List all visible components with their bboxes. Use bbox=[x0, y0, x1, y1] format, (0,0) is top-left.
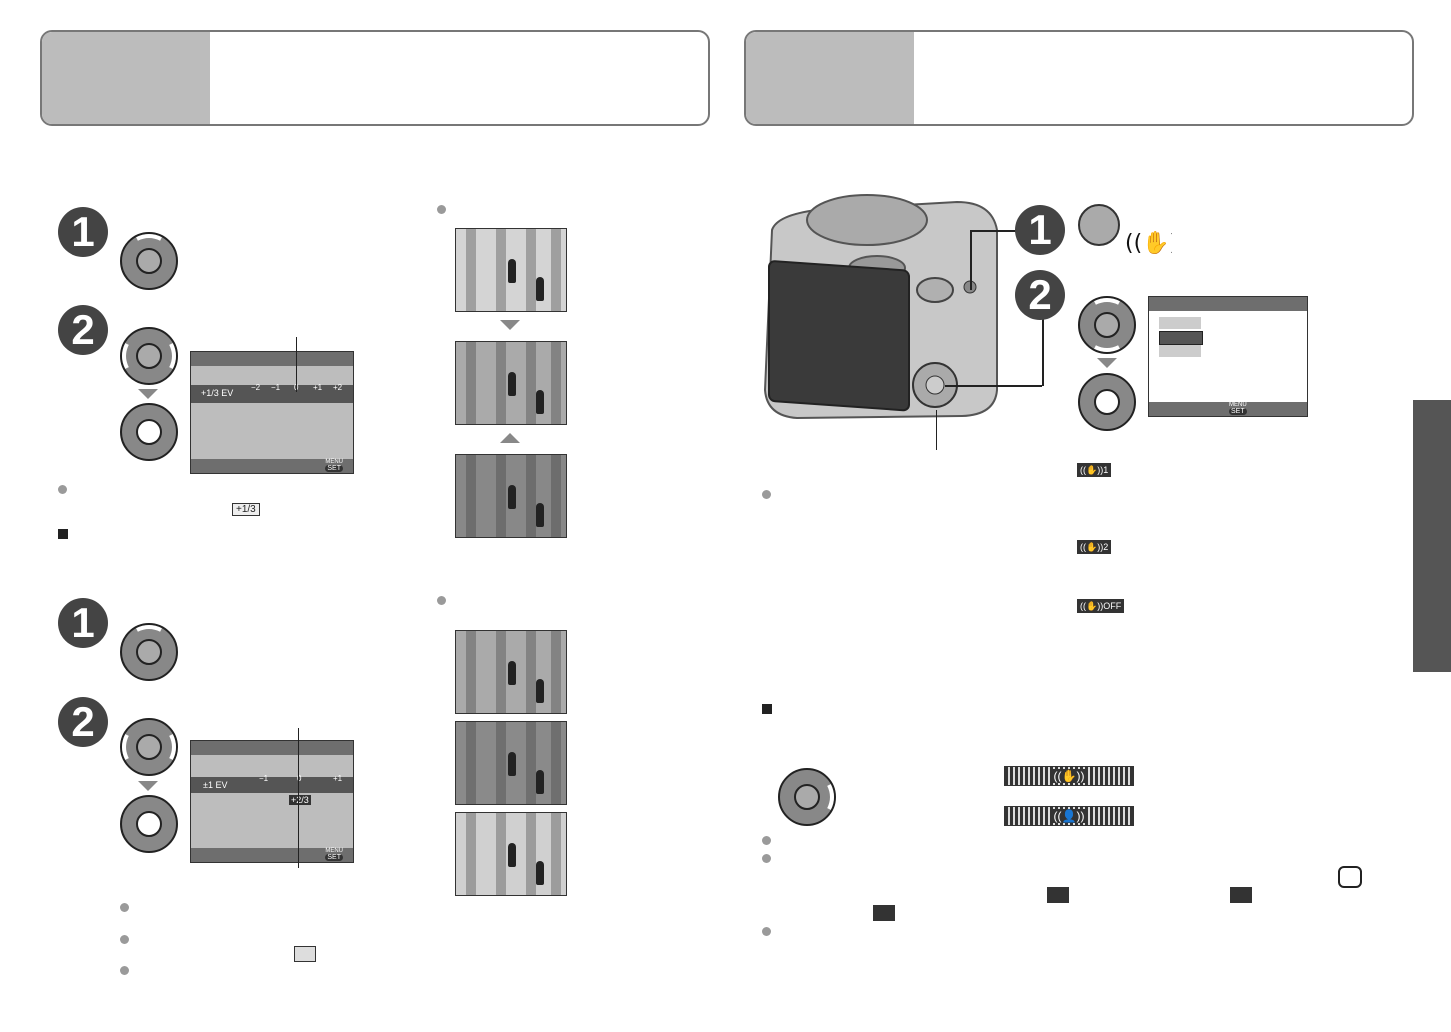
ev-scale-bar bbox=[191, 385, 353, 403]
callout-line bbox=[936, 410, 937, 450]
pet-scene-icon bbox=[873, 905, 895, 921]
intelligent-auto-icon bbox=[1338, 866, 1362, 888]
svg-text:((✋)): ((✋)) bbox=[1125, 230, 1172, 255]
cursor-pad-icon bbox=[120, 718, 178, 776]
set-label: SET bbox=[325, 465, 343, 472]
stabilizer-off-icon: ((✋))OFF bbox=[1077, 599, 1125, 613]
callout-line bbox=[296, 337, 297, 392]
ev-scale-label: −1 bbox=[271, 383, 281, 392]
baby-scene-icon bbox=[1230, 887, 1252, 903]
cursor-pad-icon bbox=[120, 623, 178, 681]
bullet bbox=[120, 935, 129, 944]
sample-photo-bright bbox=[455, 228, 567, 312]
menu-option[interactable] bbox=[1159, 317, 1201, 329]
bullet bbox=[58, 485, 67, 494]
connector-line bbox=[970, 230, 972, 290]
step-1-circle: 1 bbox=[1015, 205, 1065, 255]
menu-label: MENU bbox=[325, 848, 343, 854]
mode-label: OFF bbox=[1103, 601, 1122, 611]
chapter-side-tab bbox=[1413, 400, 1451, 672]
stabilizer-mode-2-icon: ((✋))2 bbox=[1077, 540, 1112, 554]
cursor-pad-icon bbox=[778, 768, 836, 826]
menu-option-selected[interactable] bbox=[1159, 331, 1203, 345]
ev-scale-label: −1 bbox=[259, 774, 269, 783]
stabilizer-mode-1-icon: ((✋))1 bbox=[1077, 463, 1112, 477]
connector-line bbox=[970, 230, 1020, 232]
arrow-down-icon bbox=[138, 389, 158, 399]
auto-bracket-screen: ±1 EV −1 0 +1 +2/3 MENU SET bbox=[190, 740, 354, 863]
right-header-tab bbox=[746, 32, 914, 124]
ev-scale-label: +1 bbox=[313, 383, 323, 392]
cursor-pad-icon bbox=[1078, 296, 1136, 354]
stabilizer-meter-hand: ((✋)) bbox=[1004, 766, 1134, 786]
left-header-tab bbox=[42, 32, 210, 124]
bracket-icon bbox=[294, 946, 316, 962]
bracket-photo-1 bbox=[455, 630, 567, 714]
bullet bbox=[762, 927, 771, 936]
sample-photo-normal bbox=[455, 341, 567, 425]
mode-label: 2 bbox=[1103, 542, 1109, 552]
bracket-photo-2 bbox=[455, 721, 567, 805]
stabilizer-meter-subject: ((👤)) bbox=[1004, 806, 1134, 826]
ev-scale-bar bbox=[191, 777, 353, 793]
screen-bottom-bar bbox=[191, 848, 353, 862]
connector-line bbox=[1042, 300, 1044, 386]
section-marker bbox=[762, 704, 772, 714]
camera-illustration bbox=[763, 194, 998, 420]
screen-title-bar bbox=[191, 741, 353, 755]
cursor-pad-icon bbox=[120, 403, 178, 461]
ev-value-label: +1/3 EV bbox=[201, 388, 234, 398]
stabilizer-menu-screen: MENU SET bbox=[1148, 296, 1308, 417]
mode-label: 1 bbox=[1103, 465, 1109, 475]
cursor-pad-icon bbox=[120, 327, 178, 385]
arrow-up-icon bbox=[500, 433, 520, 443]
screen-title-bar bbox=[191, 352, 353, 366]
set-label: SET bbox=[325, 854, 343, 861]
cursor-pad-icon bbox=[1078, 373, 1136, 431]
screen-title-bar bbox=[1149, 297, 1307, 311]
arrow-down-icon bbox=[138, 781, 158, 791]
bullet bbox=[120, 966, 129, 975]
menu-label: MENU bbox=[325, 459, 343, 465]
cursor-pad-icon bbox=[120, 795, 178, 853]
bracket-ev-label: ±1 EV bbox=[203, 780, 228, 790]
bullet bbox=[120, 903, 129, 912]
step-2-circle: 2 bbox=[58, 697, 108, 747]
ev-scale-label: 0 bbox=[297, 774, 302, 783]
bullet bbox=[437, 596, 446, 605]
ev-scale-label: +2 bbox=[333, 383, 343, 392]
connector-line bbox=[945, 385, 1042, 387]
ev-scale-label: −2 bbox=[251, 383, 261, 392]
step-1-circle: 1 bbox=[58, 598, 108, 648]
cursor-pad-icon bbox=[120, 232, 178, 290]
menu-option[interactable] bbox=[1159, 345, 1201, 357]
arrow-down-icon bbox=[500, 320, 520, 330]
exposure-compensation-screen: +1/3 EV −2 −1 0 +1 +2 MENU SET bbox=[190, 351, 354, 474]
stabilizer-button-icon: ((✋)) bbox=[1078, 204, 1172, 255]
ev-scale-label: +1 bbox=[333, 774, 343, 783]
bullet bbox=[762, 490, 771, 499]
step-1-circle: 1 bbox=[58, 207, 108, 257]
callout-line bbox=[298, 728, 299, 868]
sports-scene-icon bbox=[1047, 887, 1069, 903]
right-header-box bbox=[744, 30, 1414, 126]
bullet bbox=[437, 205, 446, 214]
step-2-circle: 2 bbox=[1015, 270, 1065, 320]
bullet bbox=[762, 854, 771, 863]
inline-ev-indicator: +1/3 bbox=[232, 503, 260, 516]
menu-label: MENU bbox=[1229, 402, 1247, 408]
left-header-box bbox=[40, 30, 710, 126]
set-label: SET bbox=[1229, 408, 1247, 415]
section-marker bbox=[58, 529, 68, 539]
bracket-photo-3 bbox=[455, 812, 567, 896]
screen-bottom-bar bbox=[191, 459, 353, 473]
sample-photo-dark bbox=[455, 454, 567, 538]
bracket-value-label: +2/3 bbox=[289, 795, 311, 805]
screen-bottom-bar bbox=[1149, 402, 1307, 416]
step-2-circle: 2 bbox=[58, 305, 108, 355]
bullet bbox=[762, 836, 771, 845]
arrow-down-icon bbox=[1097, 358, 1117, 368]
